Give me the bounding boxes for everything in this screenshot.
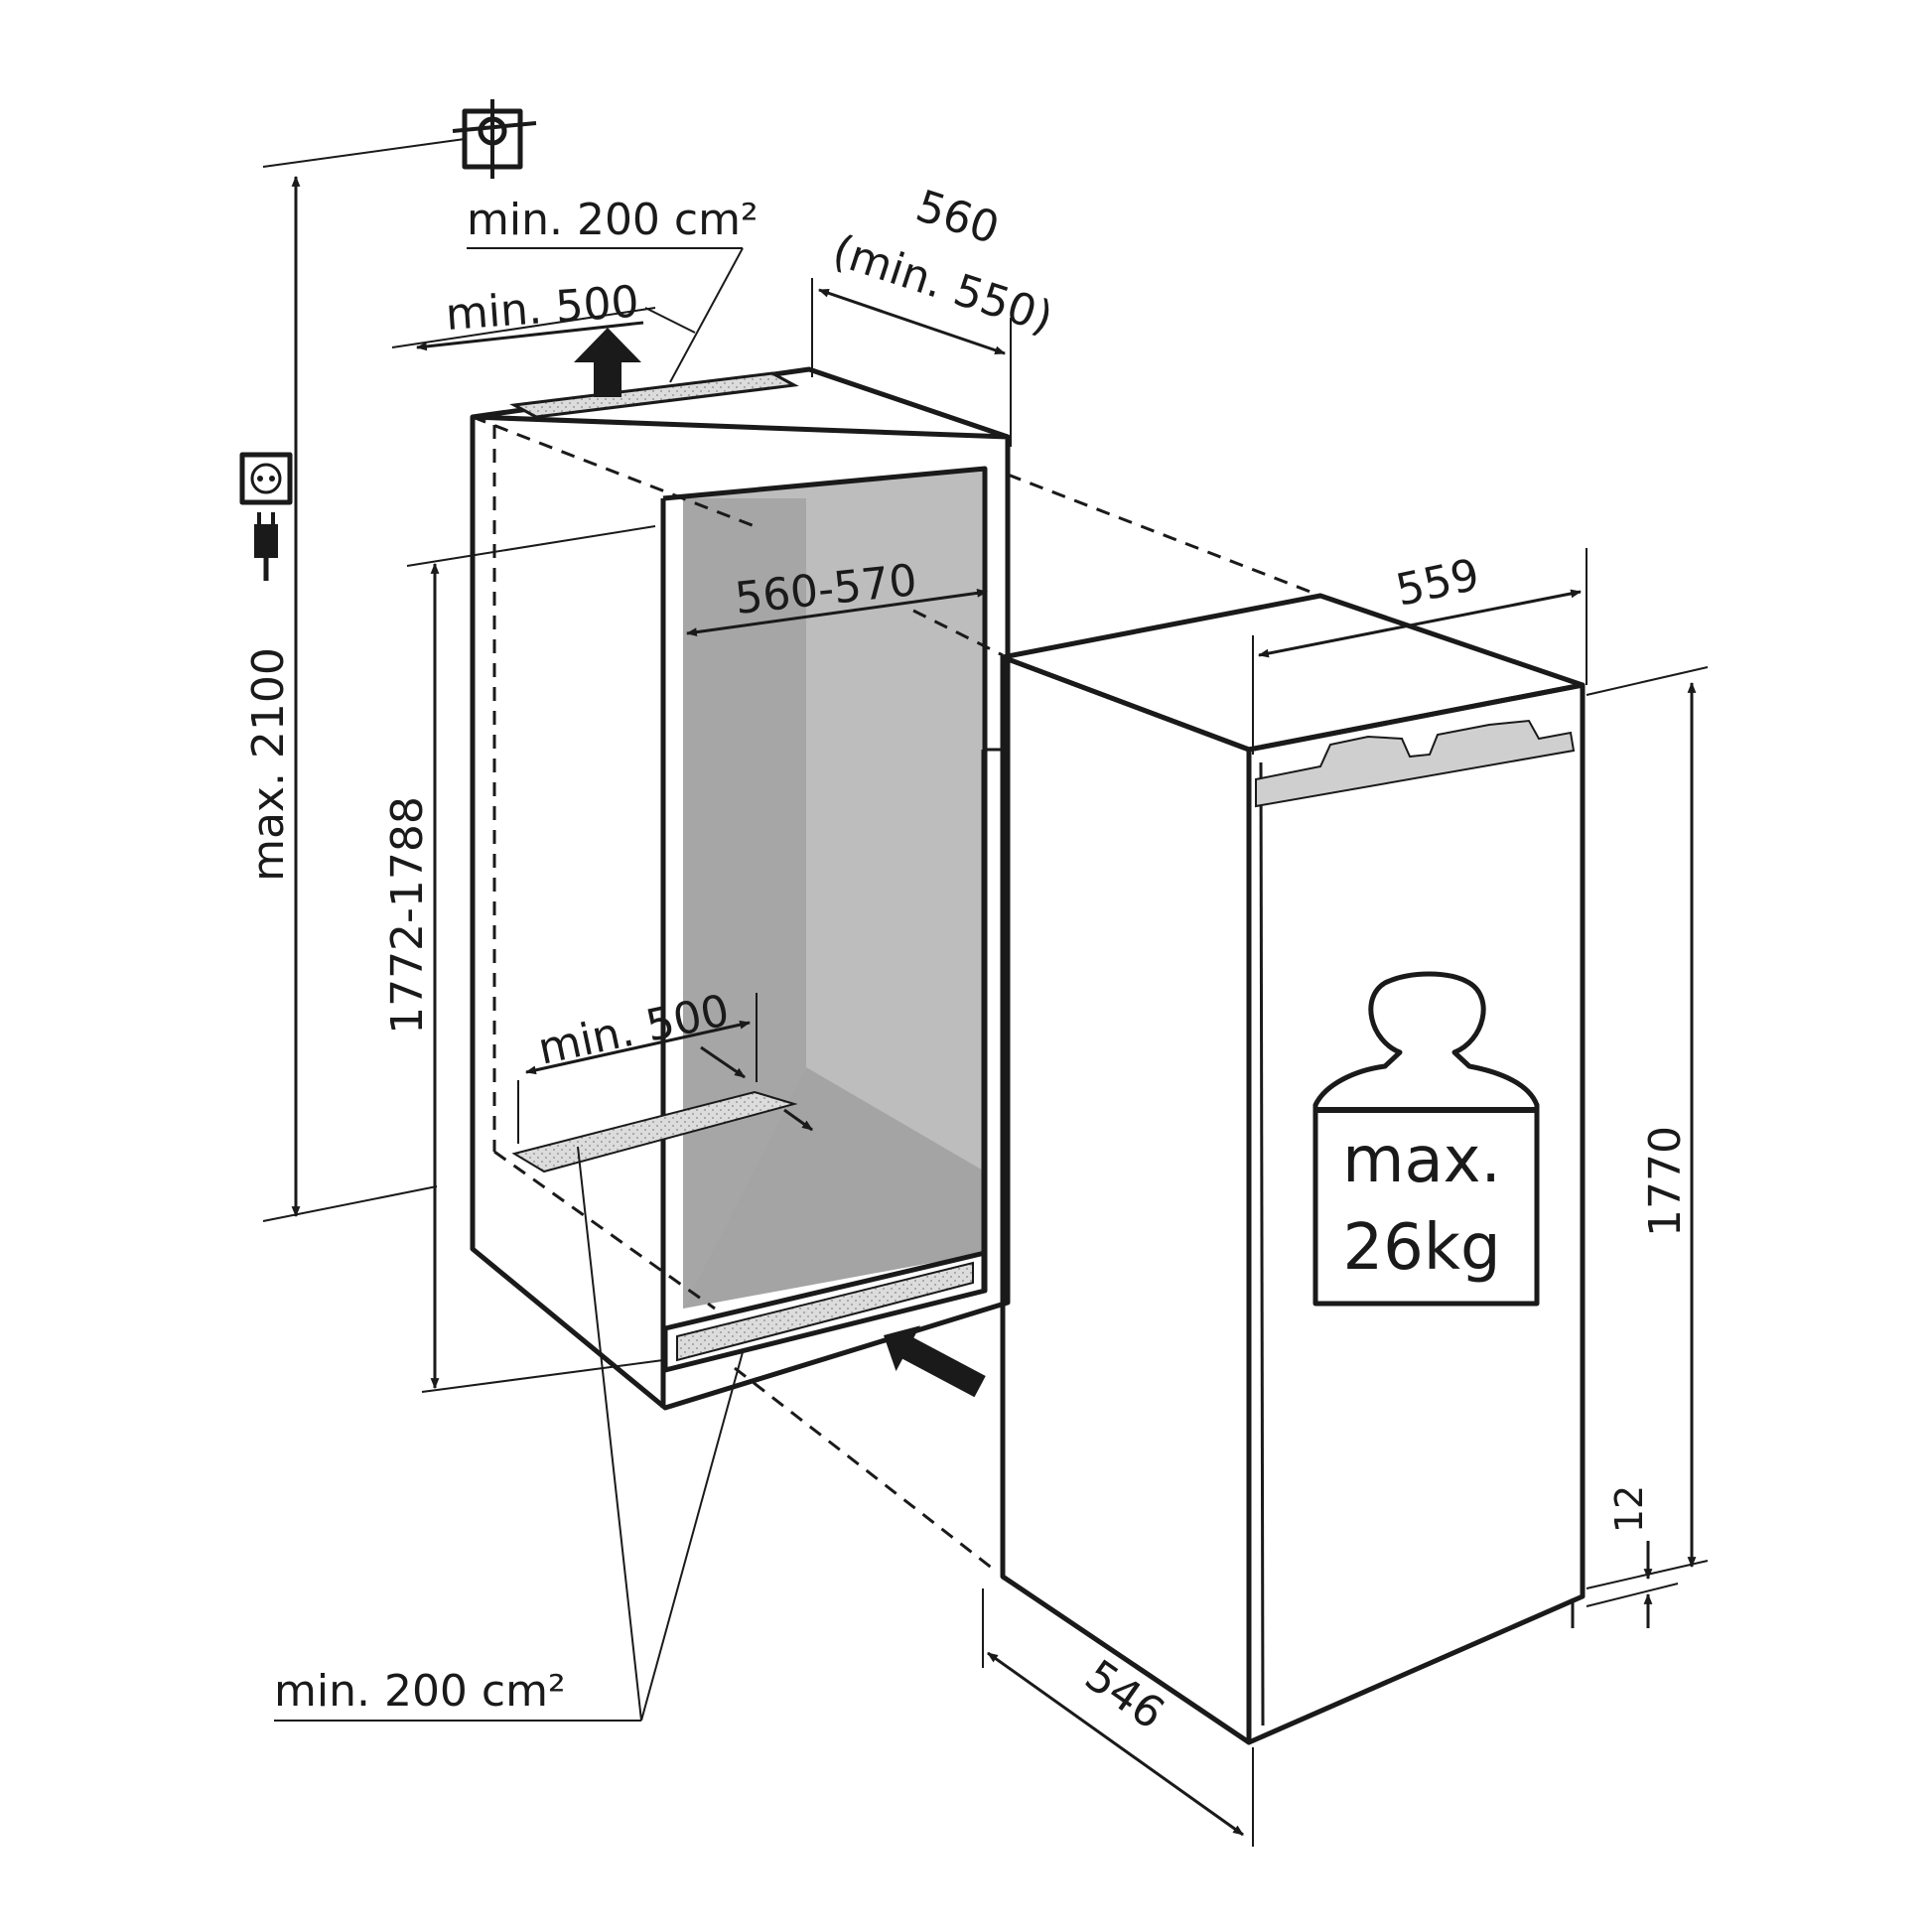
power-socket-icon — [239, 452, 293, 505]
refrigerator-appliance: max. 26kg — [981, 593, 1586, 1745]
label-niche-height: 1772-1788 — [382, 796, 433, 1035]
label-base-gap: 12 — [1607, 1485, 1651, 1533]
top-vent-grille — [509, 371, 799, 419]
dim-niche-height: 1772-1788 — [382, 525, 664, 1393]
appliance-side — [1000, 654, 1252, 1745]
label-niche-width-min: (min. 550) — [827, 225, 1059, 344]
door-load-line2: 26kg — [1342, 1211, 1500, 1285]
floor-vent-grille — [511, 1090, 798, 1173]
dim-appliance-height: 1770 — [1586, 666, 1709, 1589]
door-load-line1: max. — [1342, 1124, 1501, 1197]
power-plug-icon — [254, 512, 278, 581]
leader-bottom-vent-area: min. 200 cm² — [274, 1146, 744, 1722]
niche-inner-frame — [662, 466, 988, 1253]
niche-cabinet — [470, 366, 1011, 1411]
label-niche-width: 560 — [910, 181, 1006, 254]
dim-niche-width: 560 (min. 550) — [811, 181, 1059, 447]
bottom-vent-grille — [676, 1261, 974, 1362]
label-top-vent-depth: min. 500 — [444, 276, 640, 340]
ground-symbol-icon — [262, 99, 537, 179]
label-appliance-width: 559 — [1392, 549, 1484, 616]
dim-max-height: max. 2100 — [243, 175, 438, 1222]
niche-outer-front — [470, 414, 1011, 1411]
label-appliance-height: 1770 — [1640, 1126, 1691, 1237]
label-bottom-vent-area: min. 200 cm² — [274, 1666, 566, 1717]
inlet-arrow-icon — [884, 1325, 986, 1398]
niche-plinth — [662, 1250, 988, 1373]
weight-icon: max. 26kg — [1312, 971, 1540, 1307]
dim-base-gap: 12 — [1586, 1485, 1679, 1628]
label-top-vent-area: min. 200 cm² — [467, 195, 759, 245]
control-panel — [1255, 719, 1576, 808]
airflow-arrow-icon — [574, 328, 641, 397]
appliance-front — [1246, 682, 1586, 1745]
dim-appliance-width: 559 — [1252, 548, 1587, 755]
niche-interior-floor — [683, 1067, 985, 1309]
label-max-height: max. 2100 — [243, 647, 294, 882]
